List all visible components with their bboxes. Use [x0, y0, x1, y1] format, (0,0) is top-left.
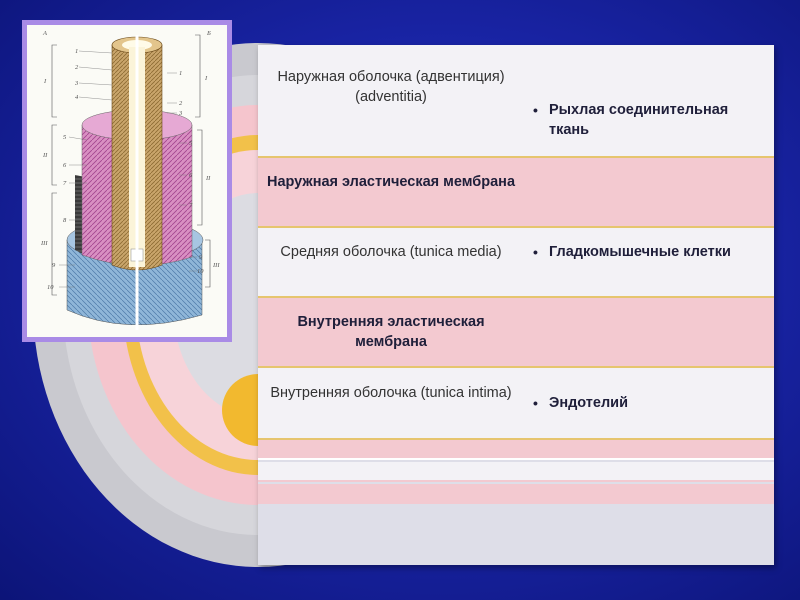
row-label-adventitia: Наружная оболочка (адвентиция) (adventit… — [277, 69, 505, 105]
num-left-2: 2 — [75, 64, 79, 71]
bracket-left-ii — [51, 124, 57, 186]
table-row-outer-elastic: Наружная эластическая мембрана — [258, 158, 774, 228]
num-left-7: 7 — [63, 180, 67, 187]
roman-left-1: I — [43, 78, 47, 85]
num-left-3: 3 — [74, 80, 79, 87]
vessel-wall-illustration: А Б I II III I II III 1 2 3 4 5 6 7 8 9 … — [27, 25, 227, 337]
row-tissue-intima-text: Эндотелий — [549, 395, 628, 411]
row-label-intima: Внутренняя оболочка (tunica intima) — [270, 385, 512, 401]
num-right-2: 2 — [179, 100, 183, 107]
bracket-right-ii — [197, 129, 203, 226]
num-right-1: 1 — [179, 70, 182, 77]
table-row-adventitia: Наружная оболочка (адвентиция) (adventit… — [258, 45, 774, 158]
roman-right-3: III — [212, 262, 220, 269]
bracket-right-iii — [205, 239, 211, 288]
bullet-icon: • — [533, 244, 538, 260]
roman-right-2: II — [205, 175, 211, 182]
table-row-inner-elastic: Внутренняя эластическая мембрана — [258, 298, 774, 368]
table-row-intima: Внутренняя оболочка (tunica intima) • Эн… — [258, 368, 774, 440]
roman-left-2: II — [42, 152, 48, 159]
num-left-6: 6 — [63, 162, 67, 169]
num-left-4: 4 — [75, 94, 79, 101]
row-label-outer-elastic: Наружная эластическая мембрана — [266, 174, 516, 190]
roman-right-1: I — [204, 75, 208, 82]
filler-band-pink-1 — [258, 440, 774, 460]
num-right-5: 5 — [189, 140, 193, 147]
row-label-media: Средняя оболочка (tunica media) — [280, 244, 502, 260]
corner-label-left: А — [42, 30, 47, 37]
num-left-1: 1 — [75, 48, 78, 55]
roman-left-3: III — [40, 240, 48, 247]
num-right-6: 6 — [189, 172, 193, 179]
corner-label-right: Б — [206, 30, 211, 37]
bracket-right-i — [195, 34, 201, 118]
num-right-9: 9 — [199, 254, 203, 261]
row-tissue-media-text: Гладкомышечные клетки — [549, 244, 731, 260]
row-tissue-adventitia-text: Рыхлая соединительная ткань — [549, 102, 729, 138]
num-right-7: 7 — [189, 202, 193, 209]
row-tissue-media: • Гладкомышечные клетки — [533, 242, 763, 262]
num-left-8: 8 — [63, 217, 67, 224]
row-tissue-adventitia: • Рыхлая соединительная ткань — [533, 100, 763, 140]
num-right-10: 10 — [197, 268, 204, 275]
num-left-5: 5 — [63, 134, 67, 141]
bracket-left-i — [51, 44, 57, 118]
membrane-table: Наружная оболочка (адвентиция) (adventit… — [258, 45, 774, 565]
bullet-icon: • — [533, 102, 538, 118]
row-label-inner-elastic: Внутренняя эластическая мембрана — [297, 314, 485, 350]
filler-band-light-1 — [258, 462, 774, 482]
vessel-wall-figure: А Б I II III I II III 1 2 3 4 5 6 7 8 9 … — [22, 20, 232, 342]
num-left-10: 10 — [47, 284, 54, 291]
bullet-icon: • — [533, 395, 538, 411]
num-left-9: 9 — [52, 262, 56, 269]
table-row-media: Средняя оболочка (tunica media) • Гладко… — [258, 228, 774, 298]
num-right-3: 3 — [178, 110, 183, 117]
filler-band-gray — [258, 504, 774, 565]
filler-band-pink-2 — [258, 484, 774, 504]
row-tissue-intima: • Эндотелий — [533, 393, 763, 413]
bracket-left-iii — [51, 192, 57, 296]
